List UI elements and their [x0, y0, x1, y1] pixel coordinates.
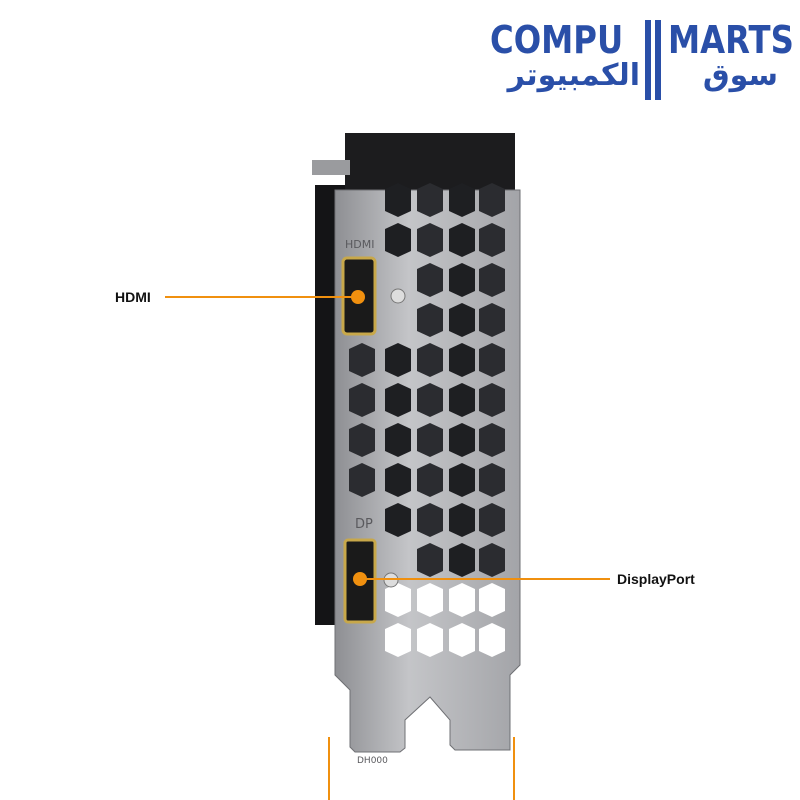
vent-hole: [449, 183, 475, 217]
vent-hole: [385, 623, 411, 657]
vent-hole: [417, 343, 443, 377]
displayport-callout-dot: [353, 572, 367, 586]
vent-hole: [479, 343, 505, 377]
vent-hole: [385, 343, 411, 377]
bracket-label-code: DH000: [357, 756, 388, 766]
vent-hole: [417, 423, 443, 457]
vent-hole: [417, 183, 443, 217]
logo-arabic-left: الكمبيوتر: [507, 58, 640, 93]
logo-compu: COMPU: [490, 18, 624, 62]
vent-hole: [449, 623, 475, 657]
vent-hole: [417, 263, 443, 297]
vent-hole: [349, 383, 375, 417]
logo-marts: MARTS: [668, 18, 794, 62]
vent-hole: [385, 463, 411, 497]
vent-hole: [479, 223, 505, 257]
logo-bar: [655, 20, 661, 100]
vent-hole: [417, 463, 443, 497]
vent-hole: [479, 583, 505, 617]
callout-hdmi: HDMI: [115, 289, 151, 305]
screw-icon: [390, 288, 406, 304]
vent-hole: [479, 543, 505, 577]
logo-arabic-right: سوق: [702, 58, 778, 93]
vent-hole: [417, 543, 443, 577]
vent-hole: [385, 503, 411, 537]
vent-hole: [449, 543, 475, 577]
vent-hole: [449, 303, 475, 337]
vent-hole: [449, 383, 475, 417]
vent-hole: [449, 223, 475, 257]
vent-hole: [479, 623, 505, 657]
callout-displayport: DisplayPort: [617, 571, 695, 587]
vent-hole: [417, 223, 443, 257]
vent-hole: [479, 183, 505, 217]
vent-hole: [449, 503, 475, 537]
vent-hole: [417, 583, 443, 617]
vent-hole: [417, 383, 443, 417]
vent-hole: [449, 343, 475, 377]
vent-hole: [417, 303, 443, 337]
vent-hole: [449, 583, 475, 617]
vent-hole: [385, 183, 411, 217]
bracket-lip: [312, 160, 350, 175]
vent-hole: [449, 423, 475, 457]
vent-hole: [479, 383, 505, 417]
vent-hole: [385, 383, 411, 417]
vent-hole: [479, 463, 505, 497]
vent-hole: [349, 463, 375, 497]
vent-hole: [479, 423, 505, 457]
vent-hole: [385, 223, 411, 257]
vent-hole: [385, 583, 411, 617]
vent-hole: [385, 423, 411, 457]
vent-hole: [349, 423, 375, 457]
logo-bar: [645, 20, 651, 100]
bracket-label-dp: DP: [355, 517, 373, 532]
vent-hole: [479, 503, 505, 537]
vent-hole: [479, 303, 505, 337]
vent-hole: [449, 463, 475, 497]
vent-hole: [417, 503, 443, 537]
vent-grid: [349, 183, 505, 657]
hdmi-callout-dot: [351, 290, 365, 304]
vent-hole: [349, 343, 375, 377]
vent-hole: [417, 623, 443, 657]
vent-hole: [479, 263, 505, 297]
bracket-label-hdmi: HDMI: [345, 238, 374, 251]
vent-hole: [449, 263, 475, 297]
